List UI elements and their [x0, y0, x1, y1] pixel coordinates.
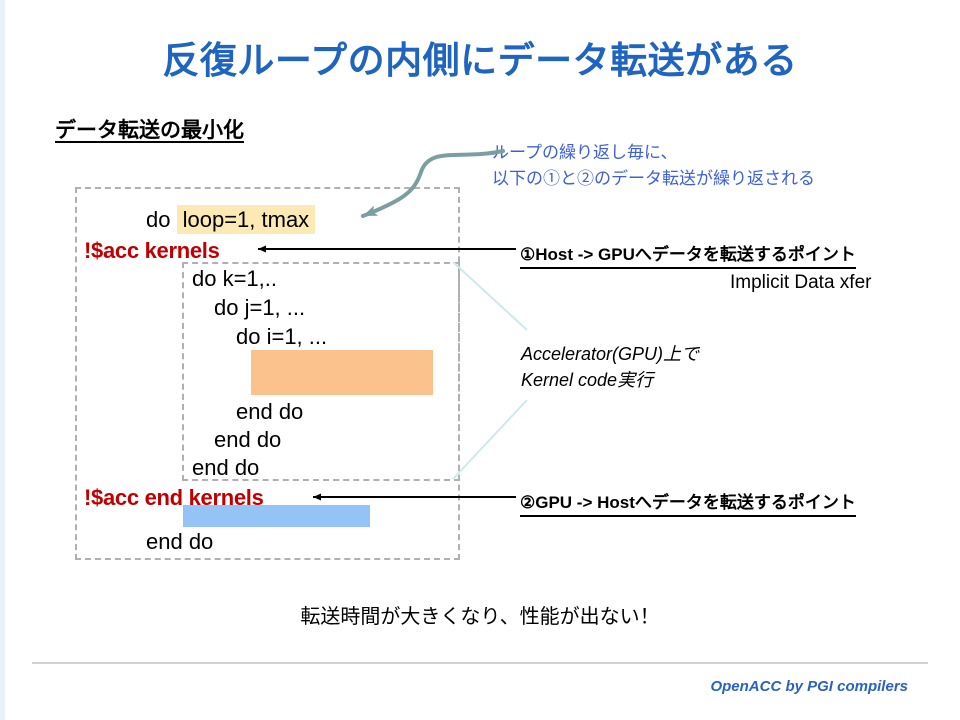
code-line-do-j: do j=1, ... [214, 295, 306, 320]
code-line-do-k: do k=1,.. [192, 266, 278, 291]
code-line-end-do-i: end do [236, 399, 304, 424]
code-line-acc-end-kernels: !$acc end kernels [84, 485, 264, 510]
annotation-accelerator-line1: Accelerator(GPU)上で [521, 344, 700, 364]
annotation-accelerator-line2: Kernel code実行 [521, 370, 654, 390]
left-accent-bar [0, 0, 5, 720]
kernel-code-block [251, 350, 433, 395]
loop-repeat-note-line1: ループの繰り返し毎に、 [492, 143, 678, 162]
code-line-acc-kernels: !$acc kernels [84, 238, 220, 263]
section-subtitle: データ転送の最小化 [55, 119, 244, 142]
host-code-block [183, 505, 370, 527]
code-line-do-loop: do loop=1, tmax [146, 205, 316, 234]
annotation-gpu-to-host: ②GPU -> Hostへデータを転送するポイント [520, 488, 856, 517]
code-line-end-do-k: end do [192, 455, 260, 480]
kernels-region-box [182, 262, 460, 481]
accelerator-leader-line-bottom [452, 399, 528, 480]
code-do-keyword: do [146, 207, 171, 232]
bottom-warning-note: 転送時間が大きくなり、性能が出ない！ [300, 606, 660, 628]
code-line-do-i: do i=1, ... [236, 324, 328, 349]
annotation-host-to-gpu: ①Host -> GPUへデータを転送するポイント [520, 240, 856, 269]
code-line-end-do-outer: end do [146, 529, 214, 554]
loop-repeat-note: ループの繰り返し毎に、 以下の①と②のデータ転送が繰り返される [492, 140, 815, 192]
annotation-implicit-data-xfer: Implicit Data xfer [730, 272, 872, 293]
footer-label: OpenACC by PGI compilers [710, 678, 908, 695]
code-loop-bounds-highlight: loop=1, tmax [176, 205, 316, 234]
page-title: 反復ループの内側にデータ転送がある [162, 40, 798, 81]
accelerator-leader-line-top [452, 261, 528, 331]
code-line-end-do-j: end do [214, 427, 282, 452]
annotation-accelerator: Accelerator(GPU)上で Kernel code実行 [521, 341, 699, 393]
footer-divider [32, 662, 928, 664]
loop-repeat-note-line2: 以下の①と②のデータ転送が繰り返される [492, 169, 815, 188]
